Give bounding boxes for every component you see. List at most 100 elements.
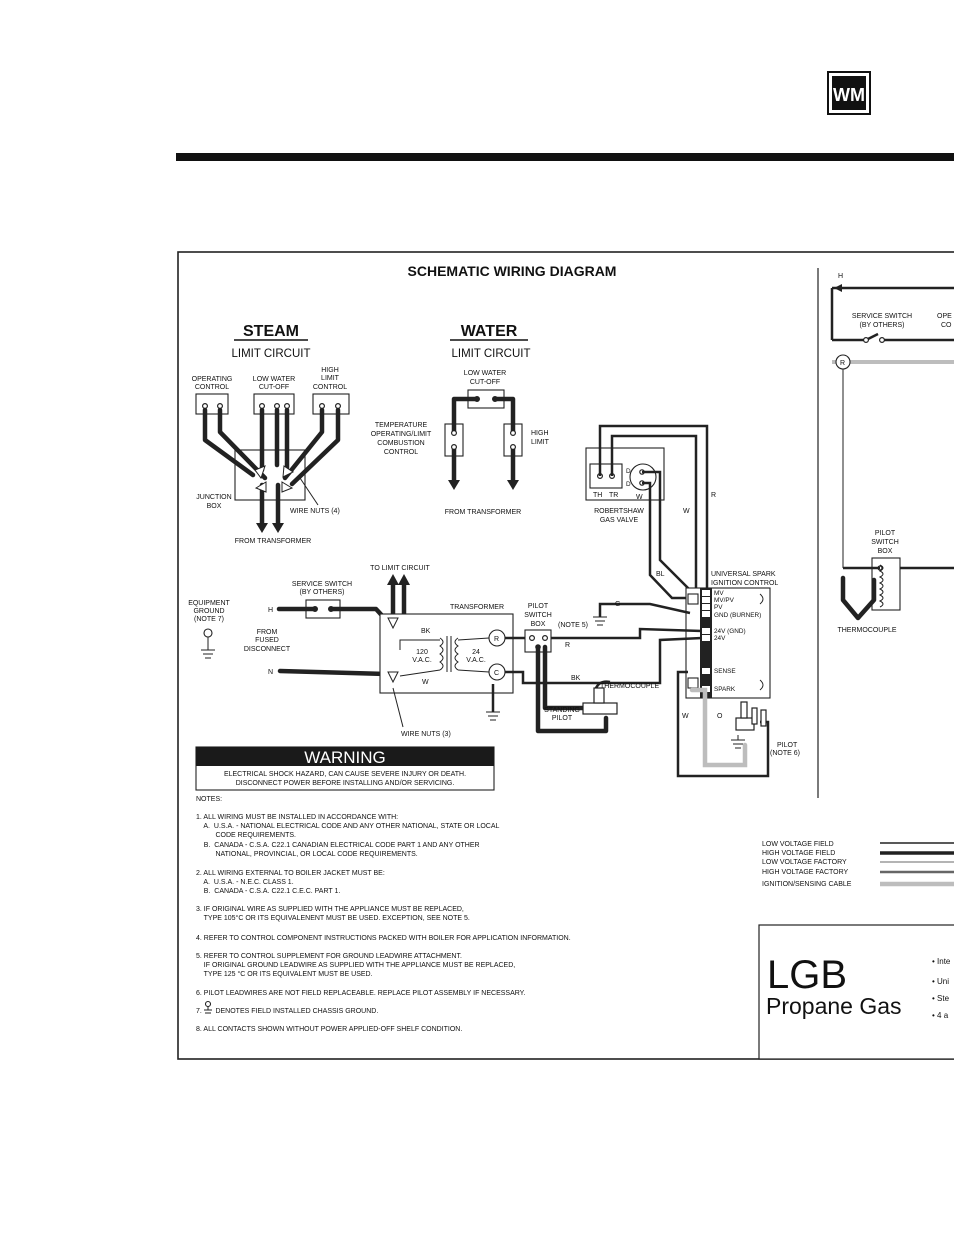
note-1-line-3: CODE REQUIREMENTS. — [196, 832, 296, 839]
standing-pilot: THERMOCOUPLE STANDING PILOT — [535, 644, 659, 734]
gas-valve-label-2: GAS VALVE — [600, 517, 639, 524]
water-temp-label-1: TEMPERATURE — [375, 422, 428, 429]
water-from-transformer: FROM TRANSFORMER — [445, 509, 521, 516]
note-4-line-1: 4. REFER TO CONTROL COMPONENT INSTRUCTIO… — [196, 935, 571, 942]
legend-label-2: HIGH VOLTAGE FIELD — [762, 850, 835, 857]
ignition-terminal-sense: SENSE — [714, 668, 736, 675]
ignition-terminal-pv: PV — [714, 604, 723, 611]
chassis-ground-icon — [204, 1000, 212, 1014]
steam-operating-control-label-2: CONTROL — [195, 384, 229, 391]
note-1-line-4: B. CANADA - C.S.A. C22.1 CANADIAN ELECTR… — [196, 842, 480, 849]
from-fused-label-3: DISCONNECT — [244, 646, 291, 653]
right-pilot-switch-1: PILOT — [875, 530, 896, 537]
wire-letter-r-top: R — [711, 492, 716, 499]
gas-valve-w: W — [636, 494, 643, 501]
ignition-terminal-24v-gnd: 24V (GND) — [714, 628, 746, 635]
right-panel-ladder: H SERVICE SWITCH (BY OTHERS) OPE CO R PI… — [830, 273, 954, 634]
service-switch-label-1: SERVICE SWITCH — [292, 581, 352, 588]
right-thermocouple: THERMOCOUPLE — [837, 627, 896, 634]
gas-valve-d1: D — [626, 468, 631, 475]
right-ope-1: OPE — [937, 313, 952, 320]
warning-box: WARNING ELECTRICAL SHOCK HAZARD, CAN CAU… — [195, 746, 495, 791]
product-bullet-3: • Ste — [932, 994, 950, 1003]
product-name: LGB — [767, 953, 847, 997]
note-5-line-1: 5. REFER TO CONTROL SUPPLEMENT FOR GROUN… — [196, 953, 462, 960]
legend-label-4: HIGH VOLTAGE FACTORY — [762, 869, 849, 876]
product-bullet-4: • 4 a — [932, 1011, 949, 1020]
water-subheading: LIMIT CIRCUIT — [451, 348, 530, 360]
logo-letters: WM — [833, 85, 865, 105]
wire-letter-bk-primary: BK — [421, 628, 431, 635]
note-8-line-1: 8. ALL CONTACTS SHOWN WITHOUT POWER APPL… — [196, 1026, 462, 1033]
gas-valve-th: TH — [593, 492, 602, 499]
right-pilot-switch-3: BOX — [878, 548, 893, 555]
gas-valve-tr: TR — [609, 492, 618, 499]
diagram-frame — [177, 251, 954, 1060]
steam-heading: STEAM — [243, 323, 299, 340]
power-section: TO LIMIT CIRCUIT SERVICE SWITCH (BY OTHE… — [188, 565, 514, 738]
legend-label-1: LOW VOLTAGE FIELD — [762, 841, 834, 848]
note-1-line-5: NATIONAL, PROVINCIAL, OR LOCAL CODE REQU… — [196, 851, 418, 858]
transformer-secondary-2: V.A.C. — [466, 657, 486, 664]
right-h: H — [838, 273, 843, 280]
ignition-label-1: UNIVERSAL SPARK — [711, 571, 776, 578]
water-high-limit-label-2: LIMIT — [531, 439, 550, 446]
from-fused-label-2: FUSED — [255, 637, 279, 644]
transformer-secondary-1: 24 — [472, 649, 480, 656]
product-fuel: Propane Gas — [766, 993, 902, 1019]
water-lwco-label-2: CUT-OFF — [470, 379, 500, 386]
warning-line-2: DISCONNECT POWER BEFORE INSTALLING AND/O… — [236, 780, 455, 787]
wire-letter-w-top: W — [683, 508, 690, 515]
warning-line-1: ELECTRICAL SHOCK HAZARD, CAN CAUSE SEVER… — [224, 771, 466, 778]
steam-high-limit — [312, 393, 350, 415]
note-7-line-1: 7. DENOTES FIELD INSTALLED CHASSIS GROUN… — [196, 1008, 378, 1015]
header-rule — [176, 153, 954, 161]
steam-wire-nuts-label: WIRE NUTS (4) — [290, 508, 340, 515]
product-bullet-2: • Uni — [932, 977, 949, 986]
wire-nuts3-label: WIRE NUTS (3) — [401, 731, 451, 738]
wire-letter-g: G — [615, 601, 620, 608]
ignition-terminal-spark: SPARK — [714, 686, 736, 693]
wire-letter-h: H — [268, 607, 273, 614]
note-3-line-1: 3. IF ORIGINAL WIRE AS SUPPLIED WITH THE… — [196, 906, 464, 913]
pilot-switch-label-1: PILOT — [528, 603, 549, 610]
pilot-note-label-2: (NOTE 6) — [770, 750, 800, 757]
steam-operating-control-label-1: OPERATING — [192, 376, 233, 383]
ignition-label-2: IGNITION CONTROL — [711, 580, 778, 587]
steam-limit-circuit: STEAM LIMIT CIRCUIT OPERATING CONTROL LO… — [192, 323, 350, 545]
wire-letter-w-primary: W — [422, 679, 429, 686]
ignition-pilot: W O PILOT (NOTE 6) — [676, 670, 800, 778]
standing-pilot-label-1: STANDING — [544, 707, 580, 714]
gas-valve-label-1: ROBERTSHAW — [594, 508, 644, 515]
wire-letter-n: N — [268, 669, 273, 676]
pilot-note-label-1: PILOT — [777, 742, 798, 749]
steam-subheading: LIMIT CIRCUIT — [231, 348, 310, 360]
pilot-switch-label-3: BOX — [531, 621, 546, 628]
water-temp-label-3: COMBUSTION — [377, 440, 424, 447]
pilot-switch-label-2: SWITCH — [524, 612, 552, 619]
notes-heading: NOTES: — [196, 796, 222, 803]
universal-spark-ignition-control: UNIVERSAL SPARK IGNITION CONTROL MV MV/P… — [685, 571, 778, 699]
diagram-title: SCHEMATIC WIRING DIAGRAM — [408, 263, 617, 279]
standing-pilot-label-2: PILOT — [552, 715, 573, 722]
transformer-primary-2: V.A.C. — [412, 657, 432, 664]
robertshaw-gas-valve: TH TR W D D ROBERTSHAW GAS VALVE — [585, 447, 665, 524]
transformer-c: C — [494, 670, 499, 677]
water-limit-circuit: WATER LIMIT CIRCUIT LOW WATER CUT-OFF TE… — [371, 323, 550, 516]
water-heading: WATER — [461, 323, 518, 340]
wire-letter-bk-low: BK — [571, 675, 581, 682]
note-5-line-2: IF ORIGINAL GROUND LEADWIRE AS SUPPLIED … — [196, 962, 515, 969]
steam-lwco-label-2: CUT-OFF — [259, 384, 289, 391]
note-2-line-1: 2. ALL WIRING EXTERNAL TO BOILER JACKET … — [196, 870, 385, 877]
product-box: LGB Propane Gas • Inte • Uni • Ste • 4 a — [758, 924, 954, 1060]
steam-from-transformer: FROM TRANSFORMER — [235, 538, 311, 545]
steam-junction-label-2: BOX — [207, 503, 222, 510]
note-1-line-2: A. U.S.A. - NATIONAL ELECTRICAL CODE AND… — [196, 823, 500, 830]
equipment-ground-label-3: (NOTE 7) — [194, 616, 224, 623]
steam-high-limit-label-3: CONTROL — [313, 384, 347, 391]
note-2-line-2: A. U.S.A. - N.E.C. CLASS 1. — [196, 879, 294, 886]
transformer-r: R — [494, 636, 499, 643]
right-r: R — [840, 360, 845, 367]
water-temp-label-2: OPERATING/LIMIT — [371, 431, 432, 438]
